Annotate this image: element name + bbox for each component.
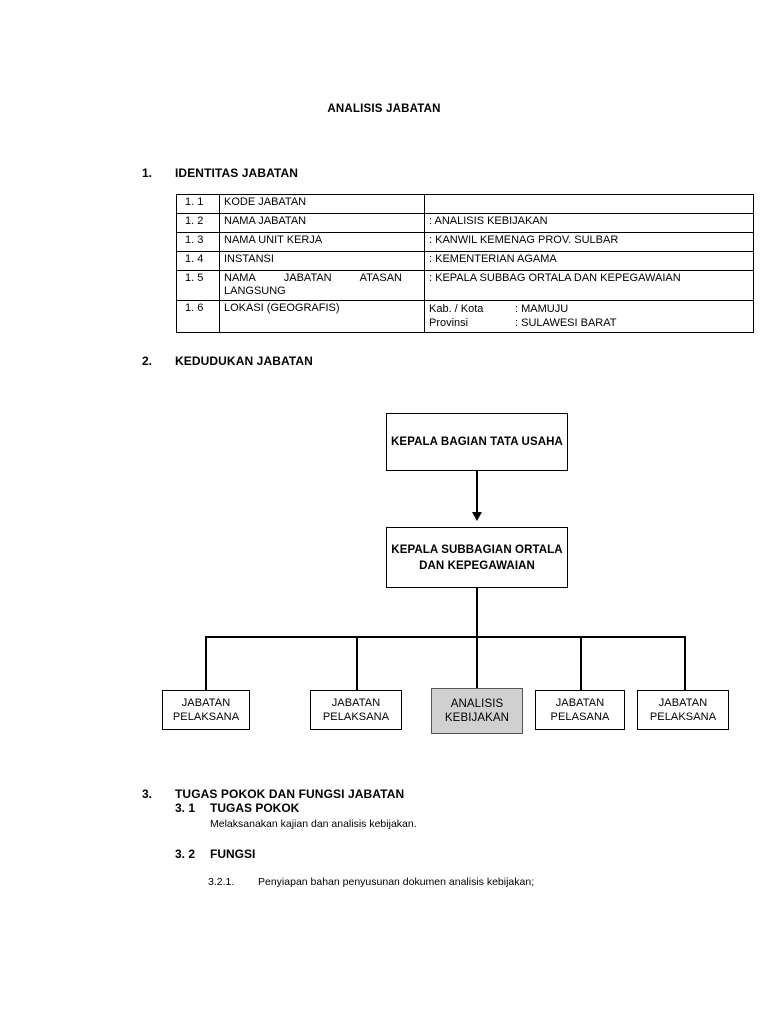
org-leaf-box-5: JABATAN PELAKSANA: [637, 690, 729, 730]
connector-drop-5: [684, 636, 686, 690]
table-row: 1. 4 INSTANSI : KEMENTERIAN AGAMA: [176, 251, 754, 271]
row-value: : ANALISIS KEBIJAKAN: [424, 213, 754, 233]
org-leaf-4-text: JABATAN PELASANA: [551, 696, 610, 724]
connector-top-to-second: [476, 471, 478, 515]
org-chart: KEPALA BAGIAN TATA USAHA KEPALA SUBBAGIA…: [0, 400, 768, 760]
row-number: 1. 3: [176, 232, 220, 252]
org-box-kepala-bagian-tata-usaha: KEPALA BAGIAN TATA USAHA: [386, 413, 568, 471]
location-provinsi-key: Provinsi: [429, 317, 469, 329]
connector-drop-1: [205, 636, 207, 690]
label-word-3: ATASAN: [359, 272, 402, 284]
location-kabkota-line: Kab. / Kota : MAMUJU: [429, 302, 749, 316]
arrowhead-icon: [472, 512, 482, 521]
org-leaf-box-analisis-kebijakan: ANALISIS KEBIJAKAN: [431, 688, 523, 734]
row-number: 1. 2: [176, 213, 220, 233]
connector-drop-3: [476, 636, 478, 688]
location-provinsi-line: Provinsi : SULAWESI BARAT: [429, 316, 749, 330]
subsection-3-1-number: 3. 1: [175, 801, 196, 815]
org-leaf-5-text: JABATAN PELAKSANA: [650, 696, 716, 724]
row-label: LOKASI (GEOGRAFIS): [219, 300, 425, 333]
table-row: 1. 3 NAMA UNIT KERJA : KANWIL KEMENAG PR…: [176, 232, 754, 252]
row-label-justified: NAMA JABATAN ATASAN: [224, 272, 402, 285]
org-leaf-2-text: JABATAN PELAKSANA: [323, 696, 389, 724]
subsection-3-2-heading: FUNGSI: [210, 847, 256, 861]
table-row-atasan: 1. 5 NAMA JABATAN ATASAN LANGSUNG : KEPA…: [176, 270, 754, 301]
row-number: 1. 1: [176, 194, 220, 214]
table-row: 1. 2 NAMA JABATAN : ANALISIS KEBIJAKAN: [176, 213, 754, 233]
org-leaf-1-text: JABATAN PELAKSANA: [173, 696, 239, 724]
connector-drop-2: [356, 636, 358, 690]
org-leaf-2-line2: PELAKSANA: [322, 711, 390, 723]
org-leaf-3-line1: ANALISIS: [450, 698, 504, 710]
label-word-2: JABATAN: [283, 272, 332, 284]
org-leaf-5-line1: JABATAN: [658, 697, 708, 709]
org-leaf-box-4: JABATAN PELASANA: [535, 690, 625, 730]
table-row: 1. 1 KODE JABATAN: [176, 194, 754, 214]
connector-bus: [205, 636, 684, 638]
row-label: NAMA UNIT KERJA: [219, 232, 425, 252]
row-value-location: Kab. / Kota : MAMUJU Provinsi : SULAWESI…: [424, 300, 754, 333]
section-2-number: 2.: [142, 354, 153, 368]
org-leaf-4-line1: JABATAN: [555, 697, 605, 709]
org-leaf-5-line2: PELAKSANA: [649, 711, 717, 723]
fungsi-item-1-number: 3.2.1.: [208, 876, 235, 888]
location-kabkota-key: Kab. / Kota: [429, 303, 484, 315]
row-value: : KEMENTERIAN AGAMA: [424, 251, 754, 271]
section-2-heading: KEDUDUKAN JABATAN: [175, 354, 313, 368]
connector-second-to-bus: [476, 588, 478, 636]
section-1-number: 1.: [142, 166, 153, 180]
org-leaf-2-line1: JABATAN: [331, 697, 381, 709]
org-leaf-box-2: JABATAN PELAKSANA: [310, 690, 402, 730]
row-label: NAMA JABATAN ATASAN LANGSUNG: [219, 270, 425, 301]
row-number: 1. 4: [176, 251, 220, 271]
section-3-number: 3.: [142, 787, 153, 801]
page-title: ANALISIS JABATAN: [327, 103, 441, 115]
table-row-lokasi: 1. 6 LOKASI (GEOGRAFIS) Kab. / Kota : MA…: [176, 300, 754, 333]
row-number: 1. 5: [176, 270, 220, 301]
subsection-3-1-heading: TUGAS POKOK: [210, 801, 300, 815]
fungsi-item-1-text: Penyiapan bahan penyusunan dokumen anali…: [258, 876, 535, 888]
subsection-3-2-number: 3. 2: [175, 847, 196, 861]
org-leaf-3-text: ANALISIS KEBIJAKAN: [445, 697, 509, 725]
location-kabkota-value: : MAMUJU: [515, 303, 569, 315]
row-label: INSTANSI: [219, 251, 425, 271]
section-3-heading: TUGAS POKOK DAN FUNGSI JABATAN: [175, 787, 405, 801]
org-leaf-3-line2: KEBIJAKAN: [444, 712, 510, 724]
row-label: KODE JABATAN: [219, 194, 425, 214]
connector-drop-4: [580, 636, 582, 690]
label-word-1: NAMA: [224, 272, 256, 284]
org-leaf-box-1: JABATAN PELAKSANA: [162, 690, 250, 730]
section-1-heading: IDENTITAS JABATAN: [175, 166, 299, 180]
row-value: : KANWIL KEMENAG PROV. SULBAR: [424, 232, 754, 252]
row-number: 1. 6: [176, 300, 220, 333]
location-provinsi-value: : SULAWESI BARAT: [515, 317, 617, 329]
row-value: [424, 194, 754, 214]
org-leaf-1-line2: PELAKSANA: [172, 711, 240, 723]
org-box-kepala-subbagian-ortala-dan-kepegawaian: KEPALA SUBBAGIAN ORTALA DAN KEPEGAWAIAN: [386, 527, 568, 588]
row-label: NAMA JABATAN: [219, 213, 425, 233]
org-leaf-1-line1: JABATAN: [181, 697, 231, 709]
org-leaf-4-line2: PELASANA: [550, 711, 610, 723]
subsection-3-1-body: Melaksanakan kajian dan analisis kebijak…: [210, 818, 417, 830]
row-value: : KEPALA SUBBAG ORTALA DAN KEPEGAWAIAN: [424, 270, 754, 301]
identity-table: 1. 1 KODE JABATAN 1. 2 NAMA JABATAN : AN…: [176, 194, 754, 333]
label-line-2: LANGSUNG: [224, 285, 286, 297]
